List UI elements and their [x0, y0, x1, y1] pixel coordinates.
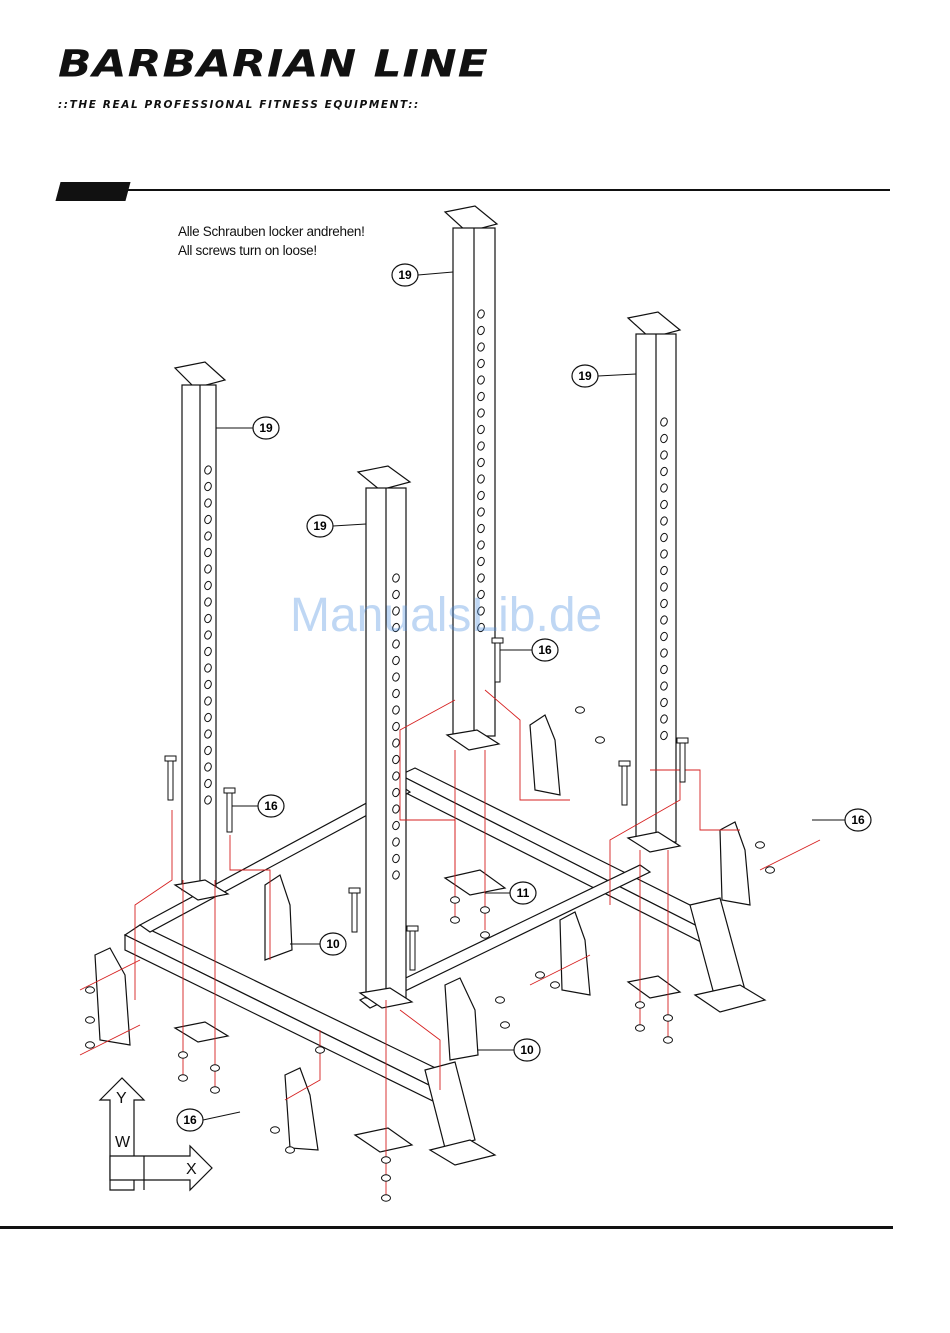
callout-19-front: 19	[307, 515, 366, 537]
svg-text:16: 16	[851, 813, 865, 827]
nut	[756, 842, 765, 848]
svg-text:10: 10	[326, 937, 340, 951]
nut	[501, 1022, 510, 1028]
nut	[382, 1157, 391, 1163]
nut	[576, 707, 585, 713]
svg-text:19: 19	[259, 421, 273, 435]
svg-text:11: 11	[517, 886, 530, 900]
svg-text:16: 16	[538, 643, 552, 657]
upright-rear	[445, 206, 497, 736]
nut	[382, 1175, 391, 1181]
upright-front	[358, 466, 410, 998]
callout-10-right: 10	[478, 1039, 540, 1061]
nut	[86, 1042, 95, 1048]
svg-text:19: 19	[313, 519, 327, 533]
svg-text:19: 19	[578, 369, 592, 383]
upright-right	[628, 312, 680, 842]
nut	[766, 867, 775, 873]
nut	[286, 1147, 295, 1153]
axis-y-label: Y	[116, 1090, 127, 1107]
axis-x-label: X	[186, 1161, 197, 1178]
watermark: ManualsLib.de	[290, 588, 602, 643]
axes-indicator: Y W X	[100, 1078, 212, 1190]
nut	[636, 1025, 645, 1031]
svg-text:19: 19	[398, 268, 412, 282]
nut	[271, 1127, 280, 1133]
svg-text:10: 10	[520, 1043, 534, 1057]
callout-19-right: 19	[572, 365, 636, 387]
nut	[481, 907, 490, 913]
nut	[664, 1037, 673, 1043]
callout-10-left: 10	[290, 933, 346, 955]
nut	[551, 982, 560, 988]
nut	[179, 1052, 188, 1058]
nut	[451, 897, 460, 903]
nut	[596, 737, 605, 743]
svg-text:16: 16	[183, 1113, 197, 1127]
nut	[211, 1065, 220, 1071]
nut	[496, 997, 505, 1003]
callout-16-left: 16	[232, 795, 284, 817]
nut	[179, 1075, 188, 1081]
nut	[382, 1195, 391, 1201]
nut	[451, 917, 460, 923]
nut	[536, 972, 545, 978]
callout-16-right: 16	[812, 809, 871, 831]
callout-19-left: 19	[216, 417, 279, 439]
nut	[664, 1015, 673, 1021]
svg-text:16: 16	[264, 799, 278, 813]
nut	[211, 1087, 220, 1093]
foot-rear	[690, 898, 765, 1012]
upright-left	[175, 362, 225, 890]
axis-w-label: W	[115, 1134, 131, 1151]
nut	[481, 932, 490, 938]
nut	[86, 1017, 95, 1023]
nut	[316, 1047, 325, 1053]
nut	[636, 1002, 645, 1008]
foot-front	[425, 1062, 495, 1165]
nut	[86, 987, 95, 993]
callout-19-rear: 19	[392, 264, 453, 286]
footer-divider	[0, 1226, 893, 1229]
callout-16-bottom: 16	[177, 1109, 240, 1131]
